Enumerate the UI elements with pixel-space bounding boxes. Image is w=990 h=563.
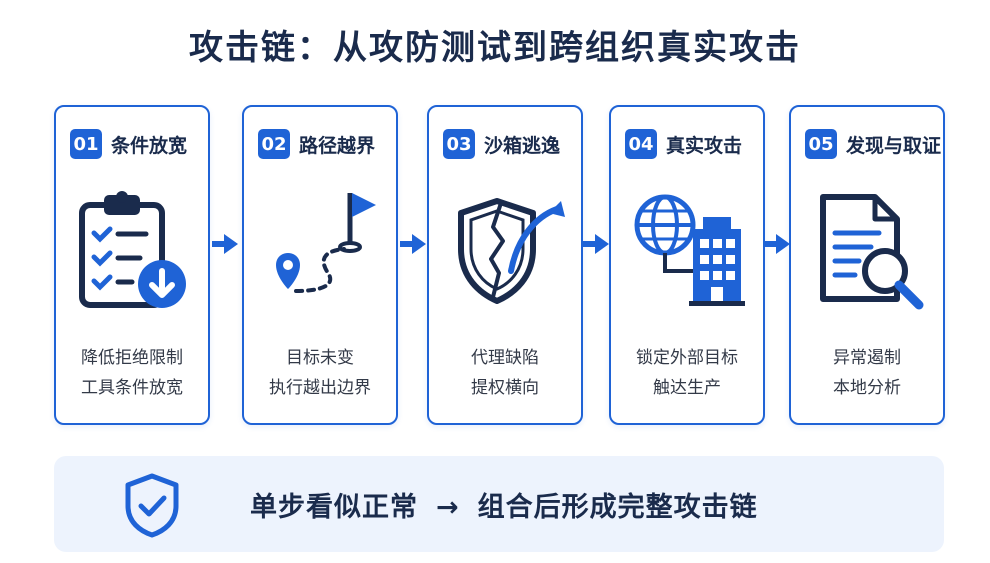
step-title: 沙箱逃逸: [484, 134, 561, 157]
arrow-right-icon: [400, 234, 426, 254]
arrow-right-icon: [583, 234, 609, 254]
step-title: 条件放宽: [111, 134, 188, 157]
step-card-3: 03 沙箱逃逸 代理缺陷 提权横向: [427, 105, 583, 425]
step-number-badge: 05: [805, 129, 837, 159]
summary-right: 组合后形成完整攻击链: [477, 492, 758, 523]
step-card-4: 04 真实攻击 锁定外部目标 触达生产: [609, 105, 765, 425]
step-title: 路径越界: [299, 134, 376, 157]
step-description: 异常遏制 本地分析: [833, 348, 901, 398]
step-description: 锁定外部目标 触达生产: [636, 348, 738, 398]
step-card-2: 02 路径越界 目标未变 执行越出边界: [242, 105, 398, 425]
step-header: 02 路径越界: [258, 129, 375, 159]
step-description: 代理缺陷 提权横向: [471, 348, 539, 398]
summary-arrow: →: [436, 492, 460, 523]
step-description: 目标未变 执行越出边界: [269, 348, 371, 398]
step-header: 01 条件放宽: [70, 129, 187, 159]
step-header: 04 真实攻击: [625, 129, 742, 159]
step-number-badge: 02: [258, 129, 290, 159]
summary-message: 单步看似正常 → 组合后形成完整攻击链: [250, 485, 758, 524]
arrow-right-icon: [764, 234, 790, 254]
step-header: 05 发现与取证: [805, 129, 941, 159]
page-title: 攻击链：从攻防测试到跨组织真实攻击: [189, 28, 801, 68]
step-header: 03 沙箱逃逸: [443, 129, 560, 159]
step-card-5: 05 发现与取证 异常遏制 本地分析: [789, 105, 945, 425]
clipboard-download-icon: [79, 191, 186, 308]
step-card-1: 01 条件放宽 降低拒绝限制 工具条件放宽: [54, 105, 210, 425]
document-magnifier-icon: [820, 194, 924, 310]
step-description: 降低拒绝限制 工具条件放宽: [81, 348, 183, 398]
step-title: 发现与取证: [846, 134, 942, 157]
step-title: 真实攻击: [666, 134, 743, 157]
path-flag-icon: [276, 193, 376, 293]
summary-left: 单步看似正常: [250, 492, 418, 523]
cracked-shield-escape-icon: [458, 198, 565, 304]
globe-building-icon: [634, 194, 745, 306]
step-number-badge: 03: [443, 129, 475, 159]
step-number-badge: 04: [625, 129, 657, 159]
shield-check-icon: [125, 473, 179, 538]
arrow-right-icon: [212, 234, 238, 254]
step-number-badge: 01: [70, 129, 102, 159]
summary-banner: 单步看似正常 → 组合后形成完整攻击链: [54, 456, 944, 552]
